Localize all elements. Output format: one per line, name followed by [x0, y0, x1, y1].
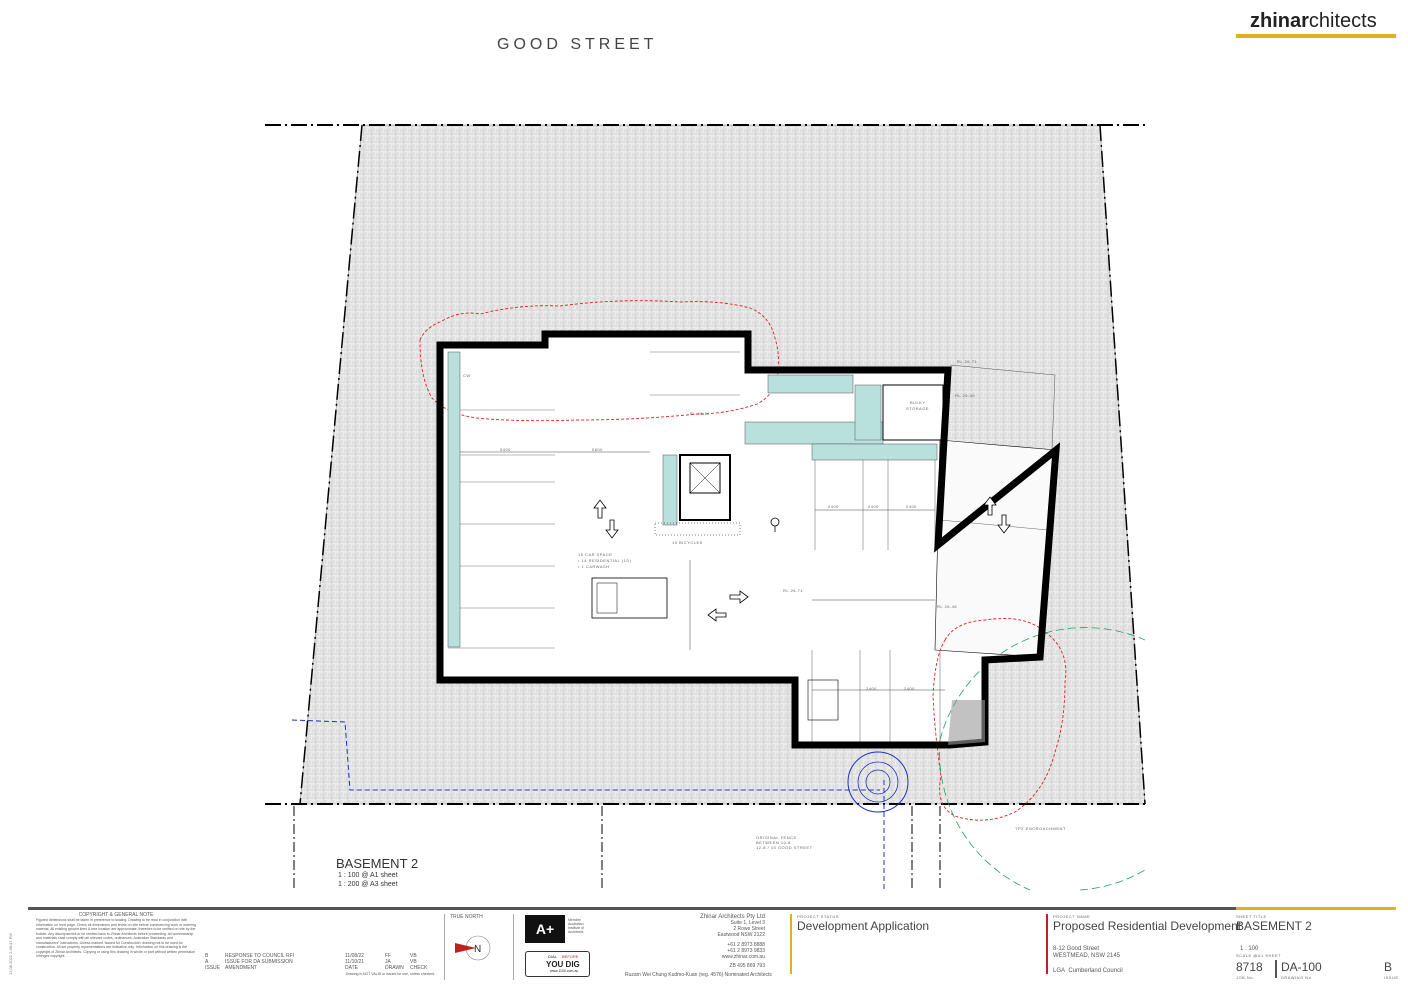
bicycle-racks	[654, 522, 741, 536]
ramp	[934, 439, 1057, 658]
north-arrow-icon: N	[455, 935, 491, 961]
title-block-rule	[28, 907, 1396, 910]
tree-hatch	[948, 700, 985, 745]
copyright-note: COPYRIGHT & GENERAL NOTE Figured dimensi…	[36, 912, 196, 958]
dial-before-you-dig-logo: DIAL BEFORE YOU DIG www.1100.com.au	[525, 951, 590, 977]
logo-underline	[1236, 34, 1396, 38]
revision-header: ISSUE AMENDMENT DATE DRAWN CHECK	[205, 965, 428, 971]
tpz-note: TPZ ENCROACHMENT	[1015, 826, 1066, 831]
job-number: 8718	[1236, 960, 1263, 974]
project-status-label: PROJECT STATUS	[797, 914, 839, 919]
sheet-scale-label: SCALE @A1 SHEET	[1236, 953, 1282, 958]
plan-title: BASEMENT 2	[336, 856, 419, 871]
plot-date-stamp: 12.08.2022 2:46:47 PM	[8, 933, 13, 975]
revision-cloud-1	[419, 300, 780, 422]
dim-1: 5400	[500, 447, 511, 452]
company-info: Zhinar Architects Pty Ltd Suite 1, Level…	[699, 914, 765, 969]
sheet-scale: 1 : 100	[1240, 946, 1259, 952]
drawing-number-label: DRAWING No.	[1281, 975, 1314, 980]
boundary-right	[1099, 124, 1146, 805]
traffic-arrows	[593, 496, 1011, 622]
revision-row: B RESPONSE TO COUNCIL RFI 11/08/22 FF VB	[205, 953, 417, 959]
level-4: RL 26.71	[957, 359, 978, 364]
north-letter: N	[474, 944, 481, 955]
project-address: 8-12 Good Street WESTMEAD, NSW 2145	[1053, 946, 1121, 959]
bulky-storage-room	[882, 384, 944, 441]
revision-cloud-2	[932, 618, 1067, 821]
project-name: Proposed Residential Development	[1053, 919, 1242, 933]
car-space-lines	[448, 351, 941, 745]
revision-table: B RESPONSE TO COUNCIL RFI 11/08/22 FF VB…	[205, 953, 435, 976]
accessible-symbol	[770, 517, 780, 532]
dim-2: 5800	[592, 447, 603, 452]
nominated-architects: Ruzam Wei Chung Kudmo-Kuan (reg. 4576) N…	[625, 972, 772, 978]
firm-logo: zhinarchitects	[1250, 10, 1377, 32]
level-2: RL 26.71	[783, 588, 804, 593]
dim-6: 2400	[866, 686, 877, 691]
project-name-label: PROJECT NAME	[1053, 914, 1091, 919]
dim-4: 2400	[868, 504, 879, 509]
cw-label: CW	[463, 373, 471, 378]
dim-7: 2400	[904, 686, 915, 691]
level-5: RL 26.46	[955, 393, 976, 398]
boundary-left	[299, 124, 363, 805]
bicycles-label: 19 BICYCLES	[672, 540, 703, 545]
bulky-storage-label-2: STORAGE	[906, 406, 929, 411]
dimension-lines	[448, 451, 945, 691]
car-space-note: 15 CAR SPACE • 14 RESIDENTIAL (1D) • 1 C…	[578, 552, 632, 569]
level-1: RL 26.11	[690, 411, 710, 416]
job-number-label: JOB No.	[1236, 975, 1255, 980]
issue-letter: B	[1384, 960, 1393, 974]
sheet-title-label: SHEET TITLE	[1236, 914, 1267, 919]
street-name: GOOD STREET	[497, 36, 658, 53]
revision-row: A ISSUE FOR DA SUBMISSION 11/10/21 JA VB	[205, 959, 417, 965]
level-3: RL 26.46	[937, 604, 958, 609]
basement-walls	[436, 330, 1061, 749]
lga: LGA Cumberland Council	[1053, 968, 1123, 974]
storage-cages	[447, 351, 938, 648]
carwash-bay	[591, 577, 668, 619]
fence-note: ORIGINAL FENCE BETWEEN 10-8 12-8 / 10 GO…	[756, 835, 813, 850]
aia-logo: A+	[525, 915, 565, 943]
bulky-storage-label-1: BULKY	[910, 400, 926, 405]
drawing-number: DA-100	[1281, 960, 1322, 974]
lift-core	[679, 454, 731, 521]
true-north-label: TRUE NORTH	[450, 914, 483, 920]
issue-label: ISSUE	[1384, 975, 1399, 980]
dim-5: 2400	[906, 504, 917, 509]
stormwater-pit	[847, 751, 909, 813]
dim-3: 2400	[828, 504, 839, 509]
title-block-accent	[1236, 907, 1396, 910]
stair	[807, 679, 839, 721]
plan-scale: 1 : 100 @ A1 sheet 1 : 200 @ A3 sheet	[338, 872, 398, 888]
sheet-title: BASEMENT 2	[1236, 919, 1312, 933]
project-status: Development Application	[797, 919, 930, 933]
stormwater-line	[291, 719, 880, 791]
